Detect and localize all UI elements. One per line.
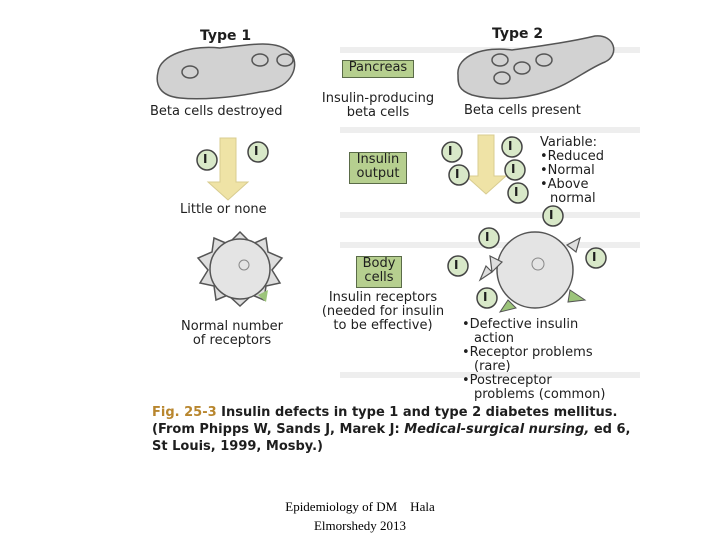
type1-title: Type 1: [200, 28, 252, 44]
receptors-line3: to be effective): [333, 318, 433, 333]
variable-item: normal: [550, 191, 596, 206]
variable-list: Variable: •Reduced •Normal •Above normal: [540, 136, 604, 206]
insulin-symbol: I: [254, 144, 259, 158]
insulin-symbol: I: [485, 230, 490, 244]
defect-item: (rare): [474, 359, 511, 374]
type2-title: Type 2: [492, 26, 544, 42]
insulin-symbol: I: [549, 208, 554, 222]
receptors-line1: Insulin receptors: [328, 290, 438, 305]
variable-item: •Normal: [540, 163, 595, 178]
body-cells-line2: cells: [364, 270, 394, 285]
little-or-none-label: Little or none: [180, 202, 267, 217]
caption-text: Insulin defects in type 1 and type 2 dia…: [221, 405, 618, 420]
caption-source-line3: St Louis, 1999, Mosby.): [152, 439, 323, 454]
insulin-receptors-label: Insulin receptors (needed for insulin to…: [310, 291, 456, 333]
defect-item: •Receptor problems: [462, 345, 593, 360]
normal-receptors-line2: of receptors: [192, 333, 272, 348]
normal-receptors-label: Normal number of receptors: [170, 320, 294, 348]
insulin-symbol: I: [514, 185, 519, 199]
variable-title: Variable:: [540, 135, 598, 150]
body-cell-type2: [478, 231, 587, 313]
insulin-output-line1: Insulin: [356, 152, 400, 167]
slide-footer: Epidemiology of DM Hala Elmorshedy 2013: [265, 497, 455, 535]
pancreas-type2: [457, 35, 615, 100]
beta-present-label: Beta cells present: [464, 103, 581, 118]
caption-source-italic: Medical-surgical nursing,: [404, 422, 590, 437]
defect-item: •Postreceptor: [462, 373, 552, 388]
insulin-producing-label: Insulin-producing beta cells: [312, 92, 444, 120]
defect-item: action: [474, 331, 515, 346]
caption-source-post: ed 6,: [593, 422, 631, 437]
insulin-producing-line2: beta cells: [346, 105, 410, 120]
defect-item: •Defective insulin: [462, 317, 579, 332]
insulin-producing-line1: Insulin-producing: [321, 91, 435, 106]
defect-item: problems (common): [474, 387, 606, 402]
body-cell-type1: [196, 230, 284, 308]
figure-caption: Fig. 25-3 Insulin defects in type 1 and …: [152, 404, 652, 455]
variable-item: •Reduced: [540, 149, 605, 164]
insulin-symbol: I: [203, 152, 208, 166]
footer-line2: Elmorshedy 2013: [313, 518, 407, 533]
insulin-defects-figure: I I I I I I I I I I I I Type 1 Type 2 Pa…: [140, 0, 652, 468]
receptors-line2: (needed for insulin: [321, 304, 445, 319]
variable-item: •Above: [540, 177, 589, 192]
body-cells-box: Body cells: [356, 256, 402, 288]
footer-line1: Epidemiology of DM Hala: [285, 499, 435, 514]
beta-destroyed-label: Beta cells destroyed: [150, 104, 283, 119]
insulin-symbol: I: [511, 162, 516, 176]
caption-source-pre: (From Phipps W, Sands J, Marek J:: [152, 422, 400, 437]
figure-graphics: [156, 35, 640, 378]
arrow-type1: [206, 137, 250, 201]
arrow-type2: [464, 134, 508, 195]
insulin-output-line2: output: [356, 166, 400, 181]
normal-receptors-line1: Normal number: [181, 319, 283, 334]
insulin-symbol: I: [483, 290, 488, 304]
pancreas-type1: [156, 43, 296, 100]
insulin-symbol: I: [448, 144, 453, 158]
insulin-output-box: Insulin output: [349, 152, 407, 184]
insulin-molecules: [196, 136, 607, 309]
caption-fig-number: Fig. 25-3: [152, 405, 217, 420]
insulin-symbol: I: [592, 250, 597, 264]
body-cells-line1: Body: [362, 256, 396, 271]
insulin-symbol: I: [508, 139, 513, 153]
insulin-symbol: I: [454, 258, 459, 272]
type2-defects-list: •Defective insulin action •Receptor prob…: [462, 318, 605, 402]
insulin-symbol: I: [455, 167, 460, 181]
pancreas-box: Pancreas: [342, 60, 414, 78]
